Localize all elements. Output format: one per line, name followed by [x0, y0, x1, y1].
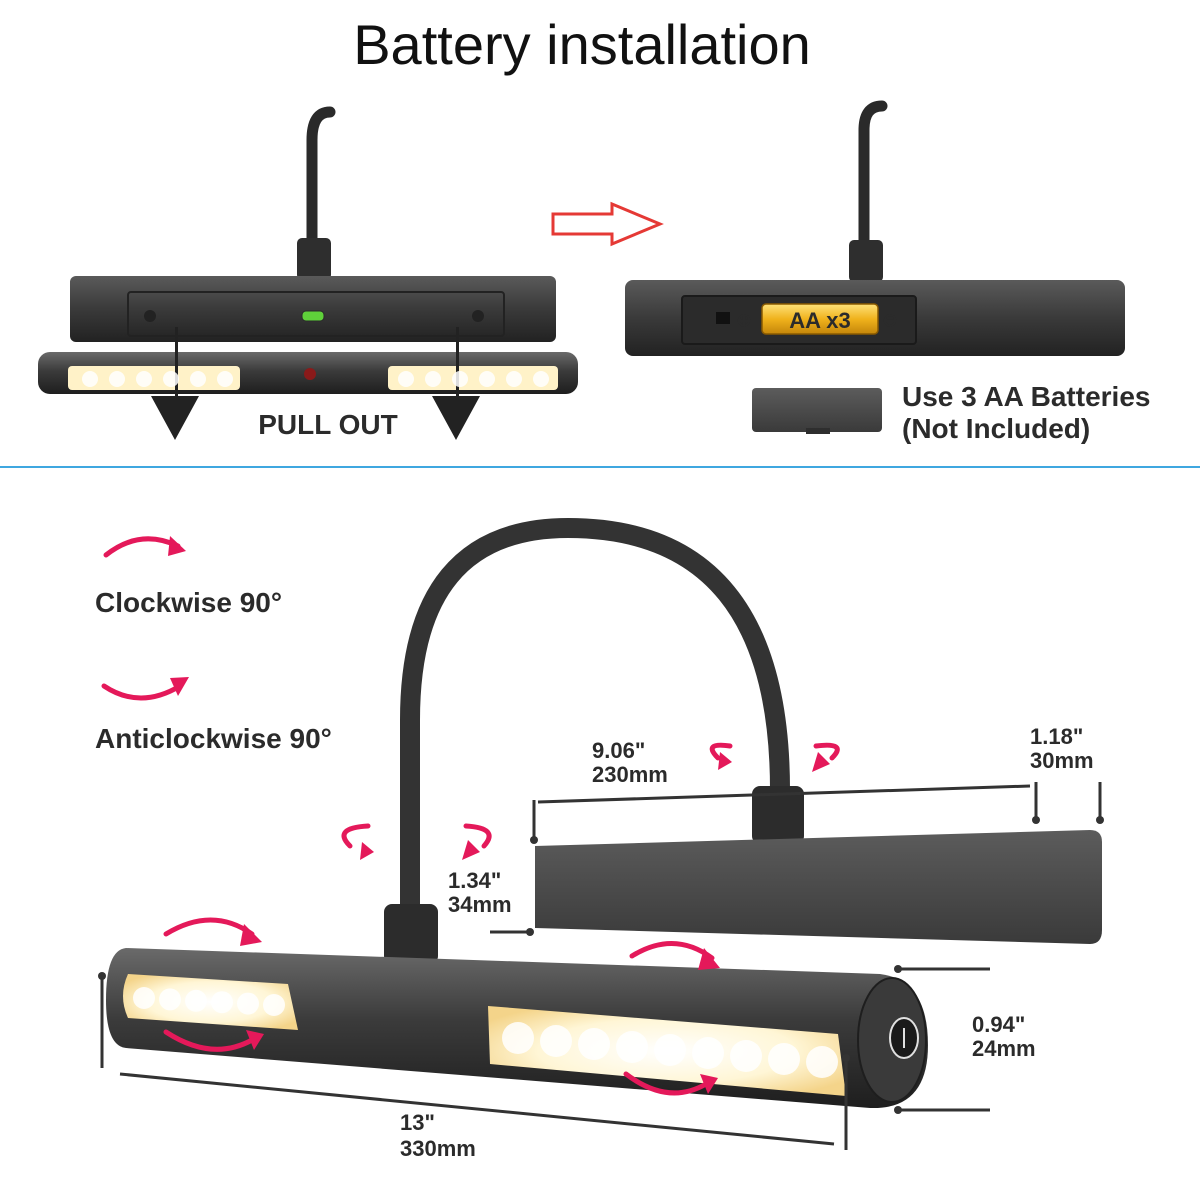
battery-note-line2: (Not Included): [902, 413, 1090, 444]
base-length-in: 9.06": [592, 738, 645, 763]
led-dot: [159, 988, 181, 1011]
led-dot: [185, 989, 207, 1012]
device-step-battery: ⊕ AA x3 ⊖ Use 3 AA Batteries (Not Includ…: [625, 100, 1150, 444]
screw-hole: [472, 310, 484, 322]
clockwise-label: Clockwise 90°: [95, 587, 282, 618]
bar-rotate-arrow-icon: [163, 1029, 255, 1052]
base-height-mm: 34mm: [448, 892, 512, 917]
led-dot: [190, 371, 206, 387]
battery-label: AA x3: [789, 308, 851, 333]
bar-length-mm: 330mm: [400, 1136, 476, 1161]
bar-diameter-in: 0.94": [972, 1012, 1025, 1037]
gooseneck-arc: [400, 517, 790, 924]
aa-battery-pack: [761, 303, 879, 335]
base-length-mm: 230mm: [592, 762, 668, 787]
arm-rotate-arrow-icon: [341, 823, 371, 849]
led-dot: [730, 1040, 762, 1072]
rotation-legend: Clockwise 90° Anticlockwise 90°: [95, 536, 332, 754]
bar-hinge: [304, 368, 316, 380]
next-step-arrow-icon: [551, 201, 664, 247]
base-rotate-arrow-icon: [709, 742, 733, 761]
led-dot: [806, 1046, 838, 1078]
led-dot: [211, 991, 233, 1014]
arm-joint: [297, 238, 331, 280]
bar-rotate-arrow-icon: [629, 941, 715, 961]
base-depth-mm: 30mm: [1030, 748, 1094, 773]
led-dot: [133, 987, 155, 1009]
mount-base-panel: [127, 291, 505, 337]
led-dot: [263, 994, 285, 1016]
led-dot: [578, 1028, 610, 1060]
led-dot: [136, 371, 152, 387]
gooseneck-arm: [858, 100, 888, 256]
bar-diameter-mm: 24mm: [972, 1036, 1036, 1061]
led-dot: [540, 1025, 572, 1057]
battery-cover: [752, 388, 882, 432]
led-dot: [768, 1043, 800, 1075]
minus-terminal-icon: ⊖: [882, 310, 897, 330]
pull-out-label: PULL OUT: [258, 409, 397, 440]
base-rotate-arrow-icon: [813, 742, 840, 761]
bar-joint: [384, 904, 438, 964]
led-dot: [82, 371, 98, 387]
led-dot: [237, 992, 259, 1015]
bar-rotate-arrow-icon: [623, 1071, 709, 1096]
device-step-pull: PULL OUT: [38, 106, 578, 440]
base-depth-in: 1.18": [1030, 724, 1083, 749]
switch-slot: [716, 312, 730, 324]
led-dot: [692, 1037, 724, 1069]
cover-latch: [806, 428, 830, 434]
anticlockwise-arrow-icon: [101, 683, 183, 701]
screw-hole: [144, 310, 156, 322]
bubble-level-icon: [301, 310, 325, 322]
led-dot: [616, 1031, 648, 1063]
base-height-in: 1.34": [448, 868, 501, 893]
led-dot: [479, 371, 495, 387]
wall-base-box: [535, 830, 1102, 944]
arm-rotate-arrow-icon: [463, 823, 492, 849]
bar-length-in: 13": [400, 1110, 435, 1135]
led-dot: [502, 1022, 534, 1054]
mount-base-back: [70, 276, 556, 342]
clockwise-arrow-icon: [103, 536, 181, 558]
led-dot: [398, 371, 414, 387]
base-joint: [752, 786, 804, 844]
led-dot: [217, 371, 233, 387]
page-title: Battery installation: [353, 13, 811, 76]
gooseneck-arm: [306, 106, 336, 251]
bar-rotate-arrow-icon: [163, 917, 255, 937]
led-dot: [109, 371, 125, 387]
led-strip-left-main: [123, 974, 298, 1030]
led-dot: [452, 371, 468, 387]
arm-joint: [849, 240, 883, 282]
led-dot: [506, 371, 522, 387]
led-dot: [533, 371, 549, 387]
dimension-lines: [98, 782, 1104, 1150]
led-dot: [425, 371, 441, 387]
battery-note-line1: Use 3 AA Batteries: [902, 381, 1150, 412]
anticlockwise-label: Anticlockwise 90°: [95, 723, 332, 754]
plus-terminal-icon: ⊕: [736, 310, 751, 330]
led-dot: [654, 1034, 686, 1066]
led-dot: [163, 371, 179, 387]
